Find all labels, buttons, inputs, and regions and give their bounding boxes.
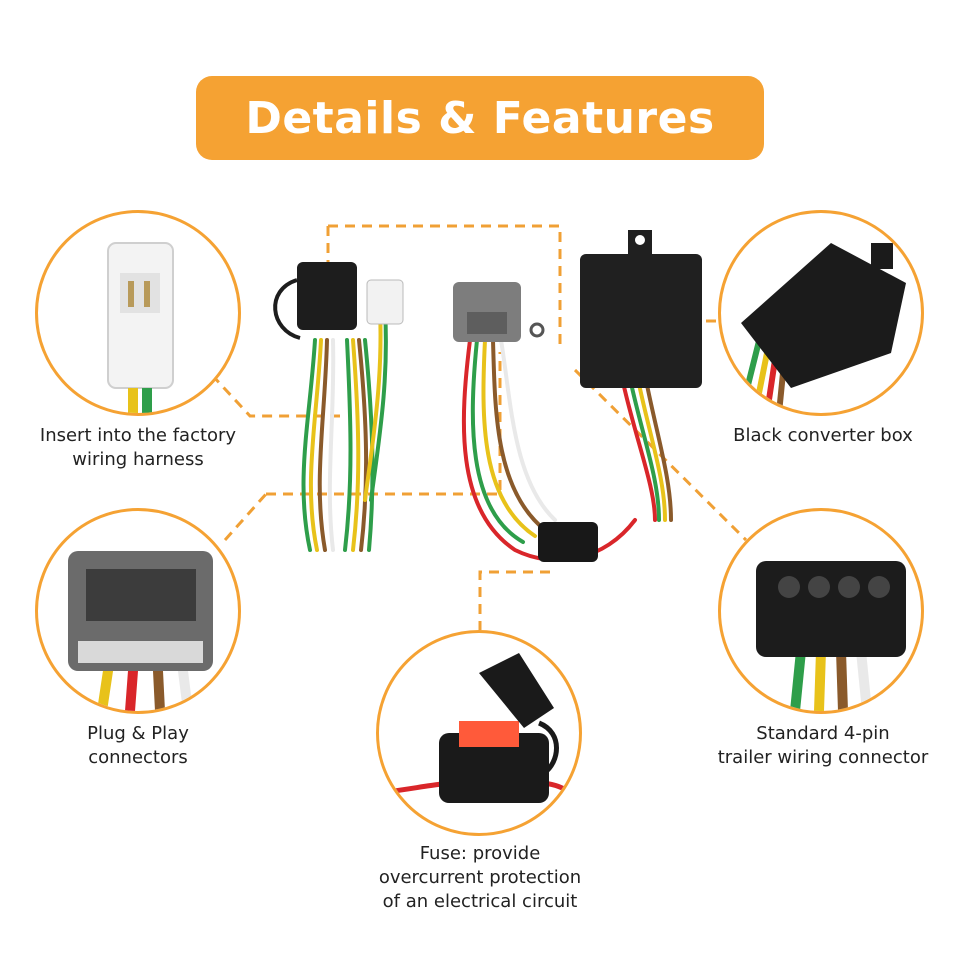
caption-fuse-line2: overcurrent protection	[378, 867, 582, 888]
fuse-holder-icon	[379, 653, 579, 803]
white-connector-icon	[107, 242, 174, 413]
converter-box-icon	[580, 254, 702, 388]
caption-fuse-line1: Fuse: provide	[419, 843, 541, 864]
feature-circle-fuse	[376, 630, 582, 836]
four-pin-connector-icon	[756, 561, 906, 711]
title-banner: Details & Features	[196, 76, 764, 160]
feature-circle-converter	[718, 210, 924, 416]
caption-converter: Black converter box	[700, 424, 946, 448]
feature-circle-trailer	[718, 508, 924, 714]
caption-converter-line1: Black converter box	[733, 425, 913, 446]
caption-fuse-line3: of an electrical circuit	[382, 891, 578, 912]
caption-factory: Insert into the factory wiring harness	[20, 424, 256, 472]
caption-plug: Plug & Play connectors	[20, 722, 256, 770]
fuse-icon	[538, 522, 598, 562]
black-box-icon	[738, 243, 906, 413]
black-connector-icon	[297, 262, 357, 330]
feature-circle-factory	[35, 210, 241, 416]
caption-factory-line1: Insert into the factory	[39, 425, 237, 446]
caption-trailer-line2: trailer wiring connector	[717, 747, 929, 768]
caption-fuse: Fuse: provide overcurrent protection of …	[356, 842, 604, 914]
caption-plug-line2: connectors	[88, 747, 188, 768]
feature-circle-plug	[35, 508, 241, 714]
harness-illustration	[273, 230, 702, 562]
caption-factory-line2: wiring harness	[72, 449, 204, 470]
caption-trailer: Standard 4-pin trailer wiring connector	[700, 722, 946, 770]
gray-plug-icon	[68, 551, 213, 711]
caption-plug-line1: Plug & Play	[87, 723, 189, 744]
page-title: Details & Features	[245, 92, 715, 144]
caption-trailer-line1: Standard 4-pin	[756, 723, 890, 744]
